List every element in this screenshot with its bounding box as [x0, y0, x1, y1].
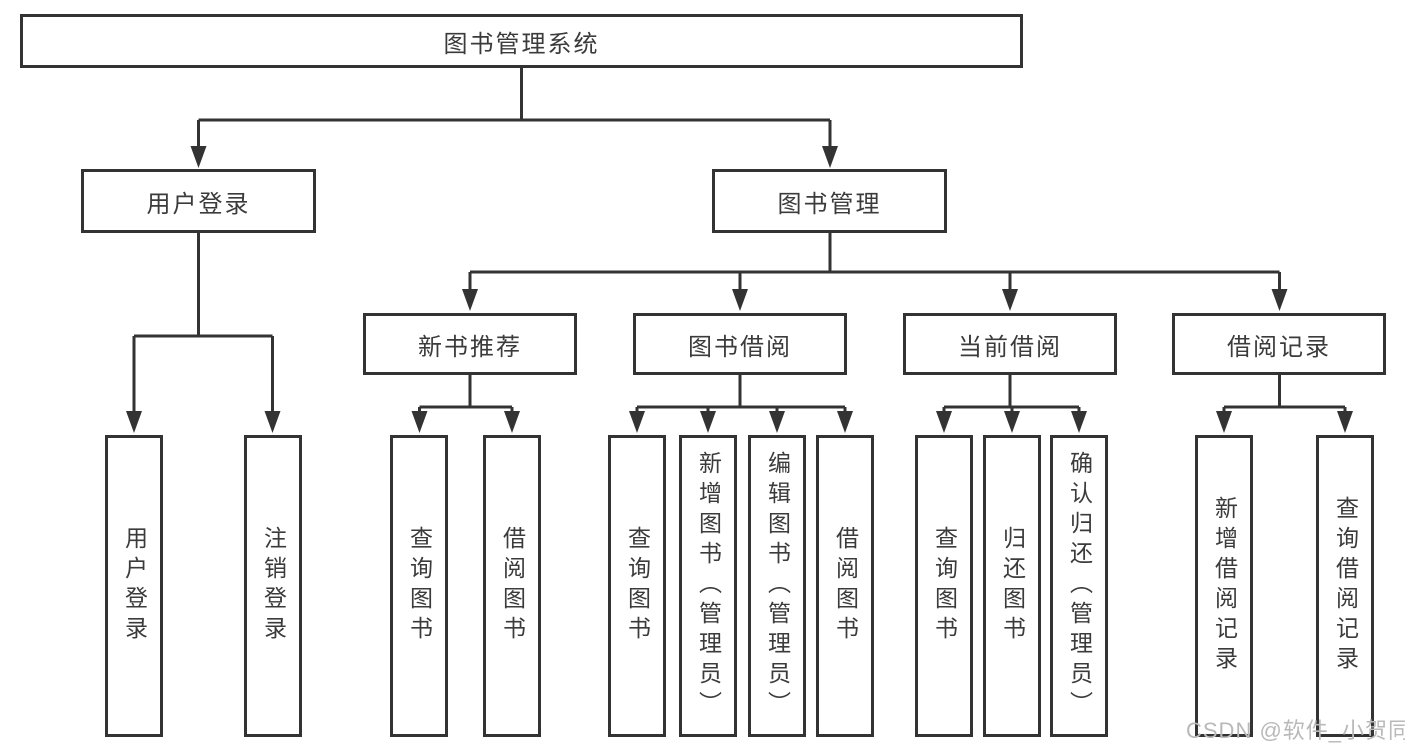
connector-userlogin-branch [132, 233, 274, 412]
leaf-logout: 注销登录 [244, 435, 302, 737]
connector-root-to-level1 [197, 68, 832, 147]
leaf-query-book-current: 查询图书 [915, 435, 973, 737]
leaf-add-book-admin: 新增图书（管理员） [679, 435, 737, 737]
connector-leaf-branches [418, 375, 1347, 412]
leaf-confirm-return-admin: 确认归还（管理员） [1050, 435, 1108, 737]
leaf-add-book-admin-label: 新增图书（管理员） [695, 451, 722, 721]
leaf-query-borrow-record-label: 查询借阅记录 [1332, 496, 1359, 676]
node-borrow-records-label: 借阅记录 [1227, 333, 1331, 361]
leaf-query-book-recommend: 查询图书 [390, 435, 448, 737]
leaf-add-borrow-record-label: 新增借阅记录 [1211, 496, 1238, 676]
node-book-borrow: 图书借阅 [633, 313, 847, 375]
leaf-edit-book-admin-label: 编辑图书（管理员） [764, 451, 791, 721]
leaf-borrow-book-recommend-label: 借阅图书 [499, 526, 526, 646]
node-new-book-recommend: 新书推荐 [363, 313, 577, 375]
leaf-query-book-recommend-label: 查询图书 [406, 526, 433, 646]
node-book-borrow-label: 图书借阅 [688, 333, 792, 361]
node-borrow-records: 借阅记录 [1172, 313, 1386, 375]
leaf-user-login-label: 用户登录 [121, 526, 148, 646]
node-current-borrow: 当前借阅 [903, 313, 1117, 375]
leaf-query-book-borrow-label: 查询图书 [624, 526, 651, 646]
node-root-label: 图书管理系统 [443, 30, 600, 58]
leaf-query-book-borrow: 查询图书 [608, 435, 666, 737]
node-root: 图书管理系统 [20, 14, 1023, 68]
node-current-borrow-label: 当前借阅 [958, 333, 1062, 361]
leaf-query-borrow-record: 查询借阅记录 [1316, 435, 1374, 737]
leaf-borrow-book-label: 借阅图书 [832, 526, 859, 646]
connector-bookmgmt-branch [468, 233, 1281, 291]
csdn-watermark: CSDN @软件_小贺同学 [1186, 718, 1405, 743]
leaf-query-book-current-label: 查询图书 [931, 526, 958, 646]
arrowheads [126, 146, 1353, 433]
node-user-login: 用户登录 [81, 169, 316, 233]
leaf-user-login: 用户登录 [105, 435, 163, 737]
leaf-return-book: 归还图书 [983, 435, 1041, 737]
node-user-login-label: 用户登录 [146, 190, 251, 218]
leaf-add-borrow-record: 新增借阅记录 [1195, 435, 1253, 737]
leaf-logout-label: 注销登录 [260, 526, 287, 646]
leaf-borrow-book: 借阅图书 [816, 435, 874, 737]
leaf-edit-book-admin: 编辑图书（管理员） [748, 435, 806, 737]
node-new-book-recommend-label: 新书推荐 [418, 333, 522, 361]
leaf-confirm-return-admin-label: 确认归还（管理员） [1066, 451, 1093, 721]
node-book-management: 图书管理 [712, 169, 947, 233]
leaf-return-book-label: 归还图书 [999, 526, 1026, 646]
node-book-management-label: 图书管理 [777, 190, 882, 218]
leaf-borrow-book-recommend: 借阅图书 [483, 435, 541, 737]
